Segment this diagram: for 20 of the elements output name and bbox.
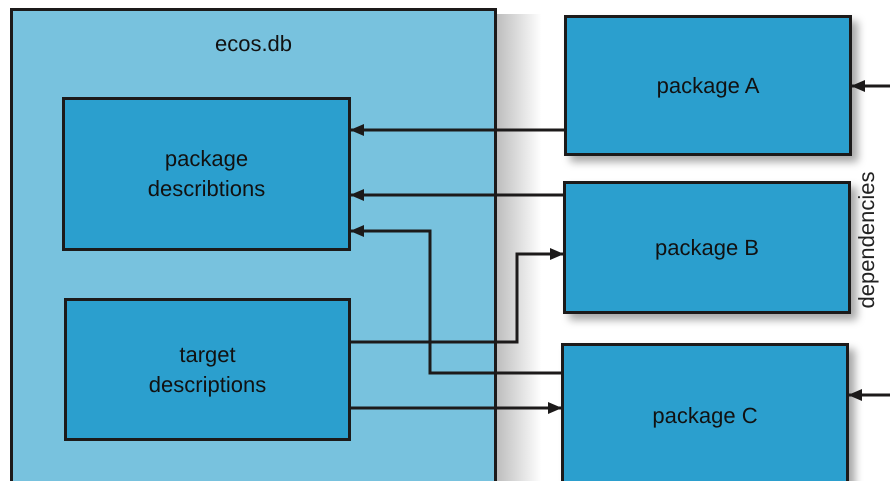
arrow	[351, 248, 564, 344]
arrow	[851, 80, 890, 92]
arrow	[350, 225, 561, 374]
description-box	[64, 298, 351, 441]
box-label: package C	[651, 402, 759, 430]
arrow	[351, 402, 562, 414]
arrow	[350, 124, 564, 136]
box-label: package describtions	[146, 145, 266, 203]
side-label: dependencies	[854, 172, 880, 308]
container-title: ecos.db	[214, 30, 294, 58]
arrow	[350, 189, 563, 201]
box-label: package B	[654, 234, 760, 262]
box-label: package A	[656, 72, 760, 100]
database-container	[10, 8, 497, 481]
package-box	[561, 343, 849, 481]
arrow	[848, 389, 890, 401]
package-box	[564, 15, 852, 156]
box-label: target descriptions	[148, 340, 268, 399]
description-box	[62, 97, 351, 251]
package-box	[563, 181, 851, 314]
